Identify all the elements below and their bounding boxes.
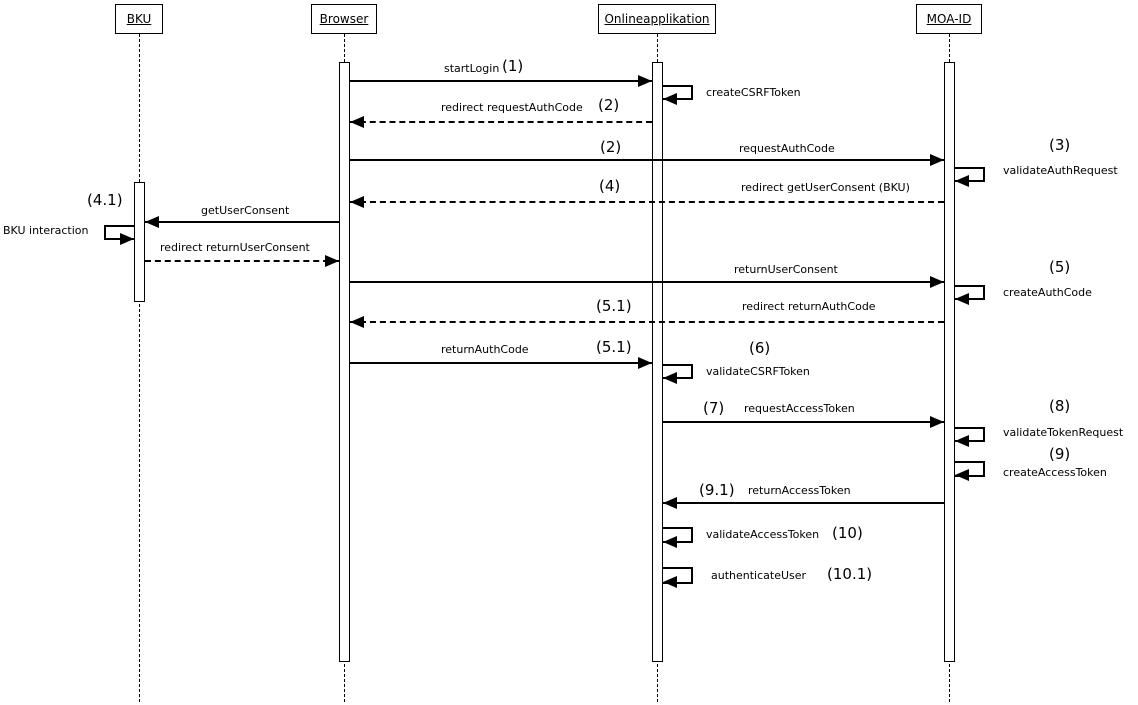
returnaccesstoken-message-line bbox=[663, 502, 944, 504]
returnuserconsent-number: (5) bbox=[1049, 258, 1071, 276]
redirect-returnauthcode-arrowhead-icon bbox=[350, 316, 364, 328]
participant-onlineapplikation: Onlineapplikation bbox=[598, 4, 716, 34]
requestauthcode-number-left: (2) bbox=[600, 138, 622, 156]
getuserconsent-message-line bbox=[145, 221, 339, 223]
returnaccesstoken-label: returnAccessToken bbox=[748, 484, 851, 497]
redirect-returnuserconsent-message-line bbox=[145, 260, 339, 262]
participant-browser: Browser bbox=[311, 4, 377, 34]
redirect-getuserconsent-arrowhead-icon bbox=[350, 196, 364, 208]
lifeline-bku bbox=[139, 34, 140, 702]
redirect-requestauthcode-label: redirect requestAuthCode bbox=[441, 101, 583, 114]
startlogin-message-line bbox=[350, 80, 652, 82]
redirect-returnauthcode-message-line bbox=[350, 321, 944, 323]
createcsrftoken-arrowhead-icon bbox=[663, 93, 677, 105]
requestaccesstoken-number-right: (8) bbox=[1049, 397, 1071, 415]
createcsrftoken-label: createCSRFToken bbox=[706, 86, 801, 99]
authenticateuser-number: (10.1) bbox=[827, 565, 873, 583]
redirect-returnuserconsent-arrowhead-icon bbox=[325, 255, 339, 267]
activation-moa-id bbox=[944, 62, 955, 662]
createaccesstoken-self-hook bbox=[955, 461, 985, 477]
validatecsrftoken-label: validateCSRFToken bbox=[706, 365, 810, 378]
validatecsrftoken-arrowhead-icon bbox=[663, 372, 677, 384]
validateauthrequest-arrowhead-icon bbox=[955, 175, 969, 187]
validatecsrftoken-number: (6) bbox=[749, 339, 771, 357]
validateaccesstoken-arrowhead-icon bbox=[663, 536, 677, 548]
createaccesstoken-arrowhead-icon bbox=[955, 469, 969, 481]
redirect-requestauthcode-arrowhead-icon bbox=[350, 116, 364, 128]
validateaccesstoken-self-hook bbox=[663, 527, 693, 543]
startlogin-label: startLogin bbox=[444, 62, 500, 75]
requestaccesstoken-number-left: (7) bbox=[703, 399, 725, 417]
createcsrftoken-self-hook bbox=[663, 85, 693, 100]
validatetokenrequest-arrowhead-icon bbox=[955, 435, 969, 447]
redirect-returnuserconsent-label: redirect returnUserConsent bbox=[160, 241, 310, 254]
returnauthcode-label: returnAuthCode bbox=[441, 343, 529, 356]
authenticateuser-arrowhead-icon bbox=[663, 576, 677, 588]
validatecsrftoken-self-hook bbox=[663, 364, 693, 379]
returnuserconsent-label: returnUserConsent bbox=[734, 263, 838, 276]
authenticateuser-self-hook bbox=[663, 567, 693, 584]
activation-bku bbox=[134, 182, 145, 302]
participant-bku-label: BKU bbox=[126, 12, 152, 26]
validateauthrequest-label: validateAuthRequest bbox=[1003, 164, 1118, 177]
requestauthcode-message-line bbox=[350, 159, 944, 161]
getuserconsent-arrowhead-icon bbox=[145, 216, 159, 228]
createaccesstoken-label: createAccessToken bbox=[1003, 466, 1107, 479]
bku-interaction-self-hook bbox=[104, 225, 134, 240]
returnuserconsent-arrowhead-icon bbox=[930, 276, 944, 288]
getuserconsent-number: (4.1) bbox=[87, 191, 123, 209]
requestaccesstoken-label: requestAccessToken bbox=[744, 402, 855, 415]
bku-interaction-arrowhead-icon bbox=[120, 233, 134, 245]
activation-onlineapplikation bbox=[652, 62, 663, 662]
returnaccesstoken-arrowhead-icon bbox=[663, 497, 677, 509]
returnaccesstoken-number: (9.1) bbox=[699, 481, 735, 499]
redirect-requestauthcode-number: (2) bbox=[598, 96, 620, 114]
requestauthcode-arrowhead-icon bbox=[930, 154, 944, 166]
returnuserconsent-message-line bbox=[350, 281, 944, 283]
redirect-getuserconsent-number: (4) bbox=[599, 177, 621, 195]
validateaccesstoken-label: validateAccessToken bbox=[706, 528, 820, 541]
requestaccesstoken-arrowhead-icon bbox=[930, 416, 944, 428]
requestauthcode-label: requestAuthCode bbox=[739, 142, 835, 155]
getuserconsent-label: getUserConsent bbox=[201, 204, 290, 217]
returnauthcode-message-line bbox=[350, 362, 652, 364]
startlogin-number: (1) bbox=[502, 57, 524, 75]
authenticateuser-label: authenticateUser bbox=[711, 569, 807, 582]
requestaccesstoken-message-line bbox=[663, 421, 944, 423]
activation-browser bbox=[339, 62, 350, 662]
participant-browser-label: Browser bbox=[319, 12, 369, 26]
redirect-returnauthcode-number: (5.1) bbox=[596, 297, 632, 315]
validatetokenrequest-label: validateTokenRequest bbox=[1003, 426, 1124, 439]
validateauthrequest-self-hook bbox=[955, 167, 985, 182]
redirect-getuserconsent-label: redirect getUserConsent (BKU) bbox=[741, 181, 910, 194]
participant-onlineapplikation-label: Onlineapplikation bbox=[604, 12, 710, 26]
redirect-returnauthcode-label: redirect returnAuthCode bbox=[742, 300, 876, 313]
participant-moa-id-label: MOA-ID bbox=[926, 12, 972, 26]
requestauthcode-number-right: (3) bbox=[1049, 136, 1071, 154]
startlogin-arrowhead-icon bbox=[638, 75, 652, 87]
redirect-getuserconsent-message-line bbox=[350, 201, 944, 203]
redirect-requestauthcode-message-line bbox=[350, 121, 652, 123]
participant-bku: BKU bbox=[115, 4, 163, 34]
createauthcode-label: createAuthCode bbox=[1003, 286, 1092, 299]
createaccesstoken-number: (9) bbox=[1049, 445, 1071, 463]
returnauthcode-number: (5.1) bbox=[596, 338, 632, 356]
returnauthcode-arrowhead-icon bbox=[638, 357, 652, 369]
createauthcode-arrowhead-icon bbox=[955, 293, 969, 305]
validateaccesstoken-number: (10) bbox=[832, 524, 863, 542]
bku-interaction-label: BKU interaction bbox=[3, 224, 89, 237]
createauthcode-self-hook bbox=[955, 285, 985, 300]
participant-moa-id: MOA-ID bbox=[916, 4, 982, 34]
validatetokenrequest-self-hook bbox=[955, 427, 985, 442]
